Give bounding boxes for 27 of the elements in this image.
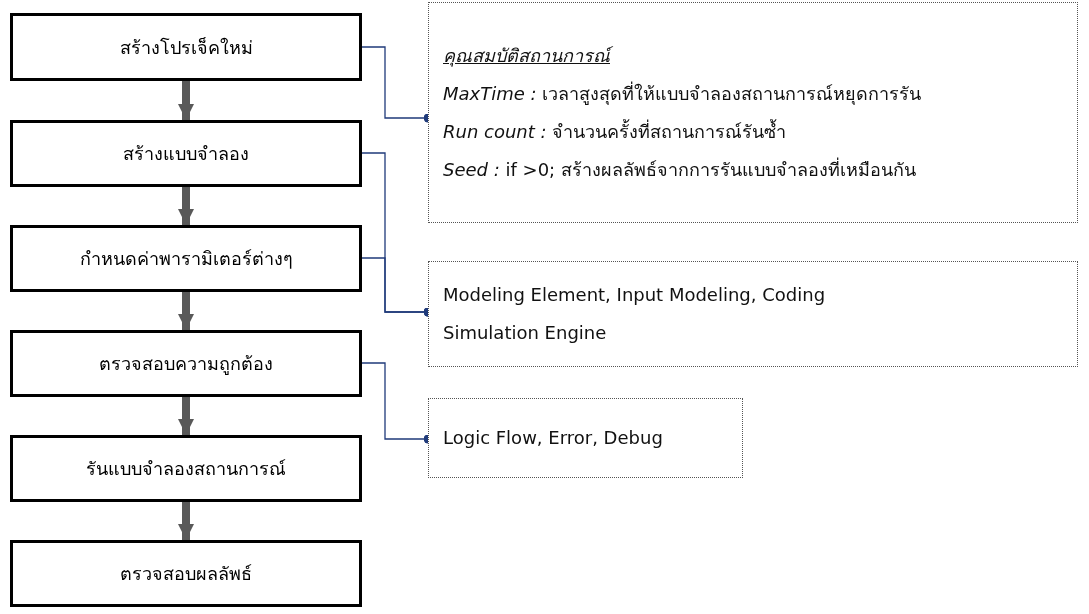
step-label: รันแบบจำลองสถานการณ์ <box>86 457 286 481</box>
note-text: Simulation Engine <box>443 321 608 345</box>
step-label: กำหนดค่าพารามิเตอร์ต่างๆ <box>79 247 293 271</box>
flow-arrow <box>178 397 194 435</box>
process-box <box>10 540 362 607</box>
note-text: Modeling Element, Input Modeling, Coding <box>443 283 827 307</box>
note-box <box>428 398 743 478</box>
process-box <box>10 13 362 81</box>
note-box <box>428 2 1078 223</box>
step-label: สร้างโปรเจ็คใหม่ <box>119 35 253 60</box>
flow-arrow <box>178 502 194 540</box>
step-label: ตรวจสอบผลลัพธ์ <box>120 562 252 586</box>
flow-arrow <box>178 292 194 330</box>
process-box <box>10 120 362 187</box>
flow-arrow <box>178 81 194 120</box>
note-box <box>428 261 1078 367</box>
flow-arrow <box>178 187 194 225</box>
process-box <box>10 225 362 292</box>
step-label: สร้างแบบจำลอง <box>123 142 249 166</box>
note-text: Logic Flow, Error, Debug <box>443 426 664 450</box>
note-heading: คุณสมบัติสถานการณ์ <box>443 36 1063 75</box>
note-text: Run count : จำนวนครั้งที่สถานการณ์รันซ้ำ <box>443 118 788 144</box>
process-box <box>10 435 362 502</box>
note-text: MaxTime : เวลาสูงสุดที่ให้แบบจำลองสถานการณ์หยุดการรัน <box>443 80 923 107</box>
note-text: Seed : if >0; สร้างผลลัพธ์จากการรันแบบจำลองที่เหมือนกัน <box>443 156 917 182</box>
step-label: ตรวจสอบความถูกต้อง <box>99 352 273 377</box>
process-box <box>10 330 362 397</box>
